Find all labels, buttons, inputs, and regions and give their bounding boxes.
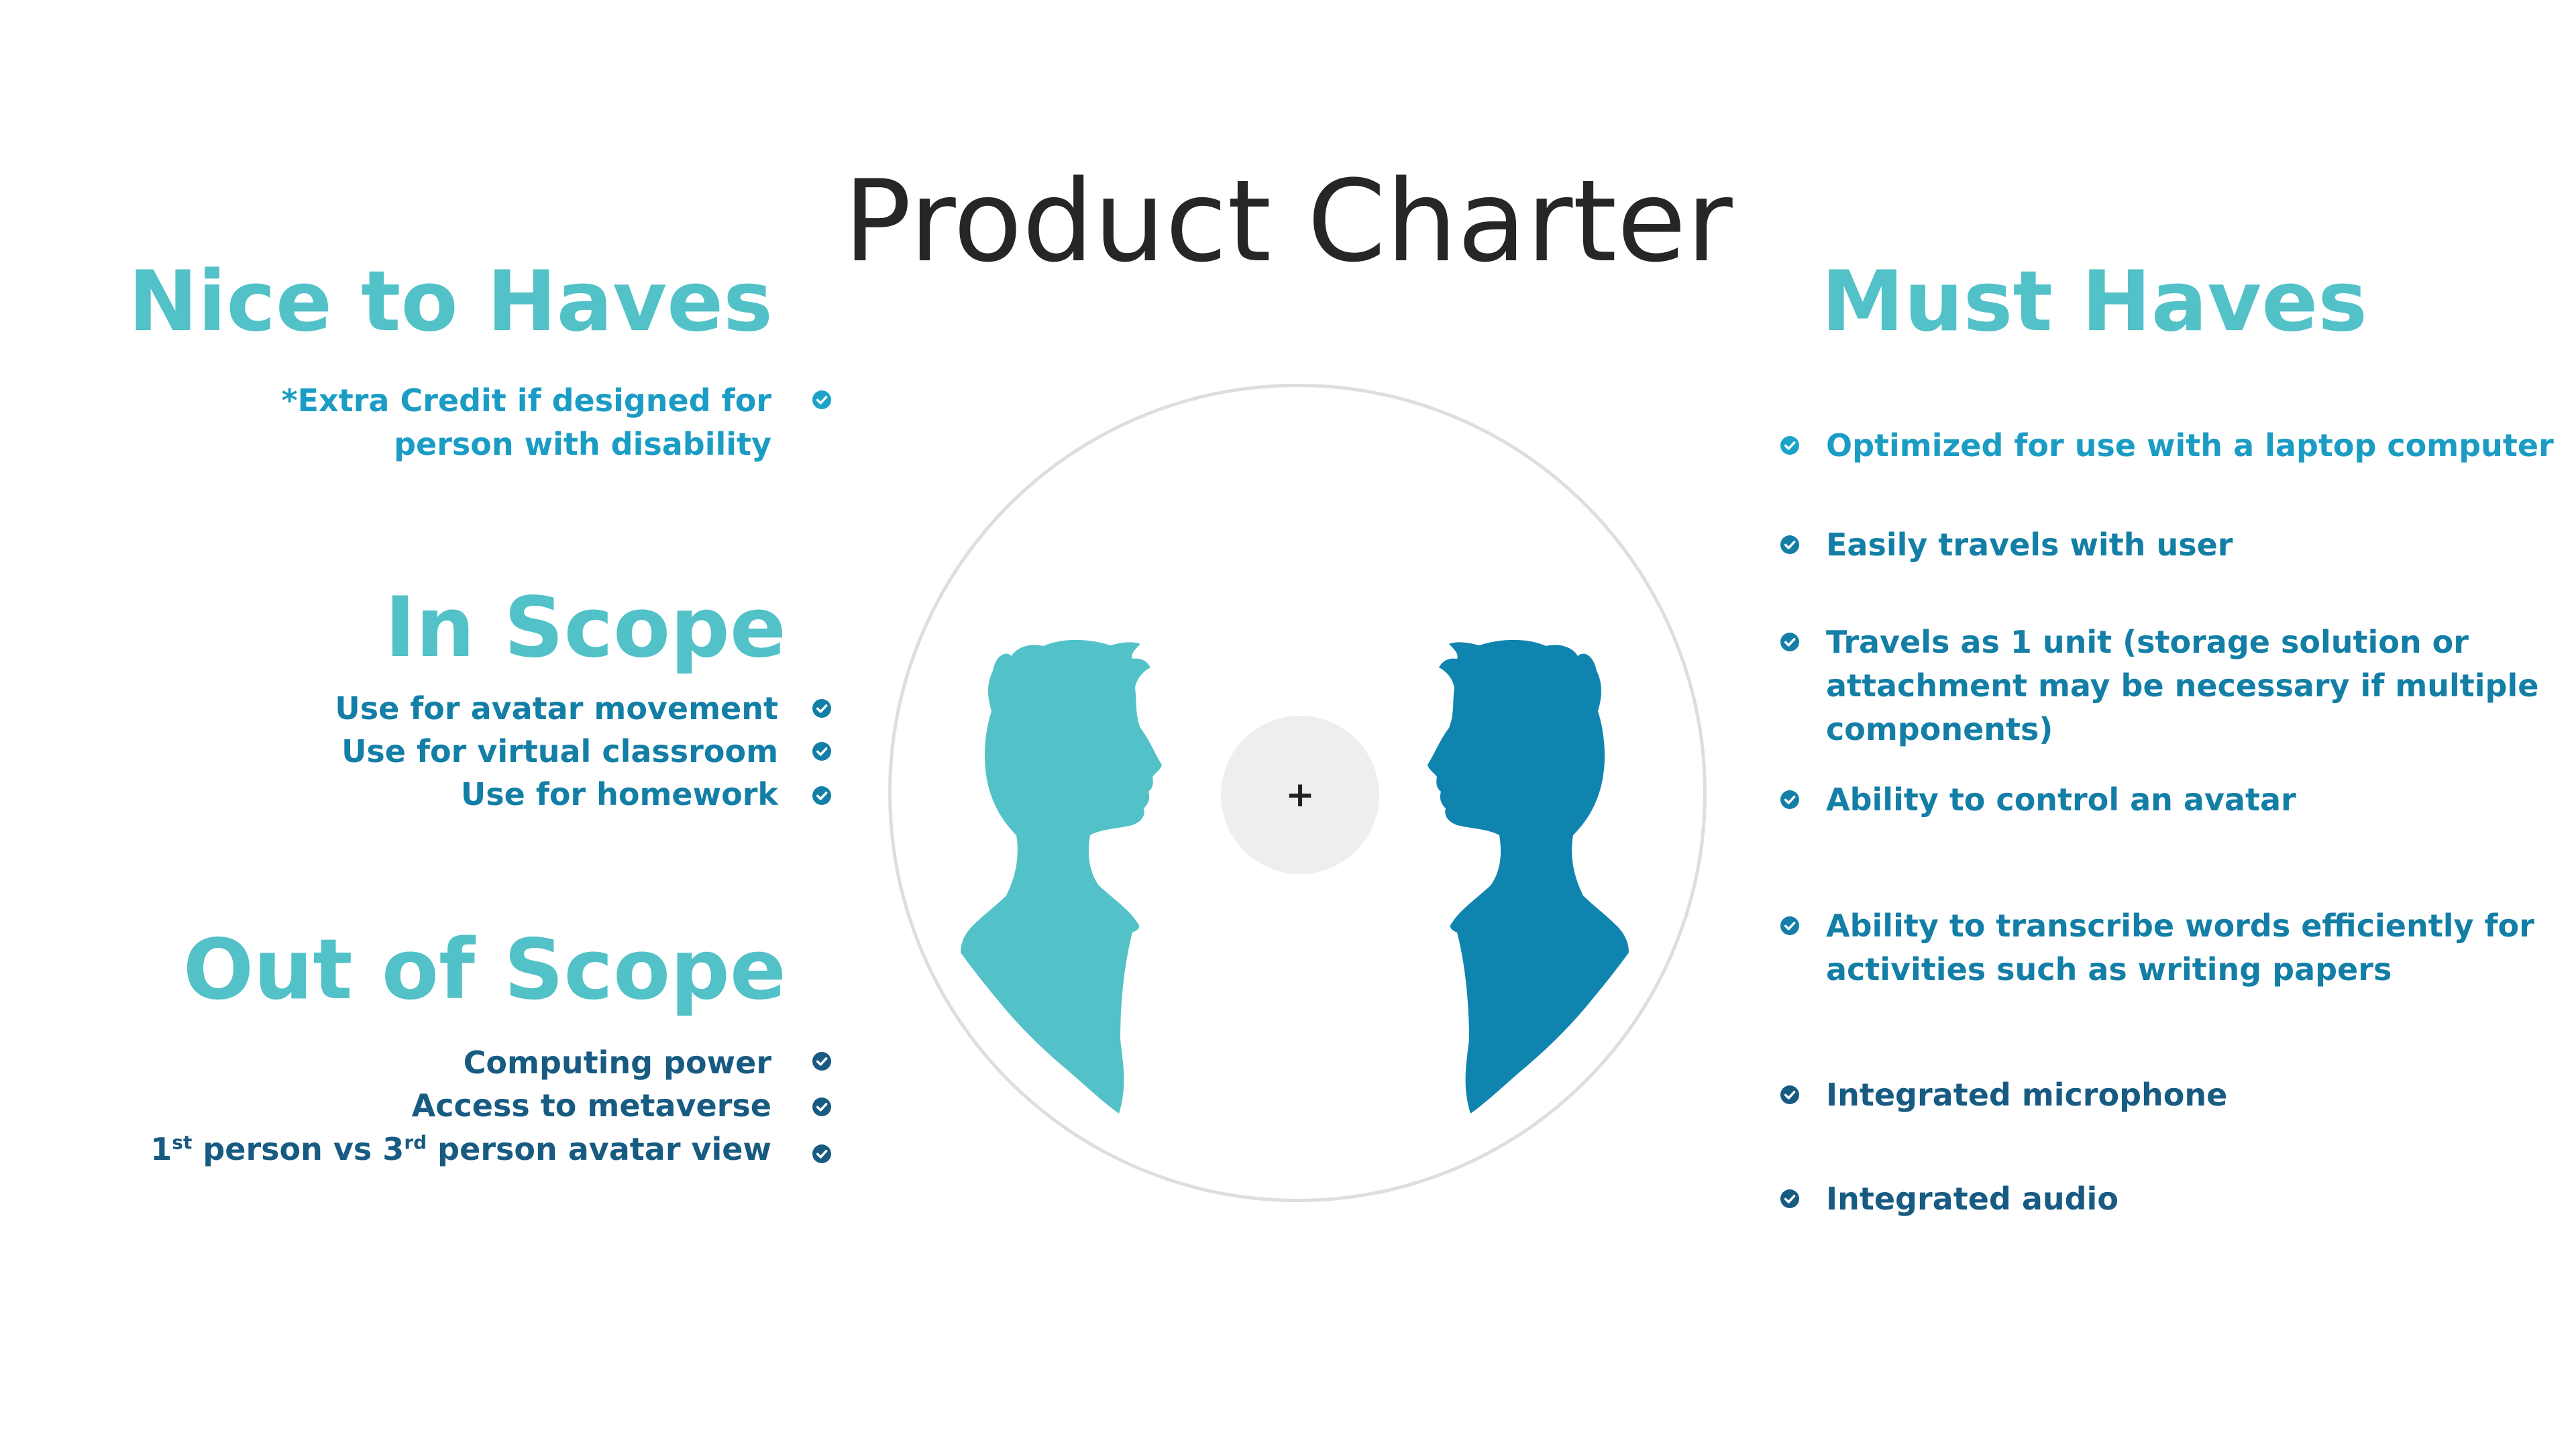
check-circle-icon: [1776, 1185, 1803, 1212]
check-circle-icon: [1776, 629, 1803, 655]
must-haves-item: Easily travels with user: [1826, 527, 2233, 563]
must-haves-item: Optimized for use with a laptop computer: [1826, 427, 2554, 464]
head-silhouette-icon: [961, 639, 1162, 1114]
must-haves-item: Ability to transcribe words efficiently …: [1826, 908, 2534, 944]
in-scope-item: Use for avatar movement: [335, 690, 778, 727]
check-circle-icon: [1776, 1081, 1803, 1108]
nice-to-haves-item: *Extra Credit if designed for: [281, 382, 771, 419]
must-haves-item: Integrated audio: [1826, 1181, 2118, 1217]
page-title: Product Charter: [843, 156, 1733, 287]
check-circle-icon: [808, 1140, 835, 1167]
center-plus-circle: +: [1221, 716, 1379, 874]
check-circle-icon: [808, 695, 835, 722]
check-circle-icon: [1776, 912, 1803, 939]
check-circle-icon: [808, 782, 835, 809]
out-of-scope-item: Computing power: [463, 1044, 771, 1081]
check-circle-icon: [1776, 432, 1803, 459]
must-haves-item: activities such as writing papers: [1826, 951, 2392, 987]
plus-icon: +: [1285, 775, 1315, 815]
check-circle-icon: [1776, 786, 1803, 813]
must-haves-item: Integrated microphone: [1826, 1077, 2228, 1113]
must-haves-item: attachment may be necessary if multiple: [1826, 667, 2539, 704]
must-haves-item: Travels as 1 unit (storage solution or: [1826, 624, 2469, 660]
out-of-scope-item: Access to metaverse: [411, 1087, 771, 1124]
check-circle-icon: [808, 1048, 835, 1075]
head-silhouette-icon: [1428, 639, 1629, 1114]
check-circle-icon: [808, 386, 835, 413]
in-scope-item: Use for homework: [460, 776, 778, 812]
out-of-scope-heading: Out of Scope: [182, 922, 786, 1018]
check-circle-icon: [1776, 531, 1803, 558]
outer-circle: [888, 384, 1707, 1202]
nice-to-haves-item: person with disability: [394, 426, 771, 462]
check-circle-icon: [808, 738, 835, 765]
in-scope-heading: In Scope: [384, 580, 786, 676]
nice-to-haves-heading: Nice to Haves: [128, 254, 773, 350]
in-scope-item: Use for virtual classroom: [341, 733, 778, 769]
must-haves-item: components): [1826, 711, 2053, 747]
must-haves-item: Ability to control an avatar: [1826, 782, 2296, 818]
must-haves-heading: Must Haves: [1821, 254, 2368, 350]
out-of-scope-item: 1st person vs 3rd person avatar view: [150, 1131, 771, 1167]
check-circle-icon: [808, 1093, 835, 1120]
